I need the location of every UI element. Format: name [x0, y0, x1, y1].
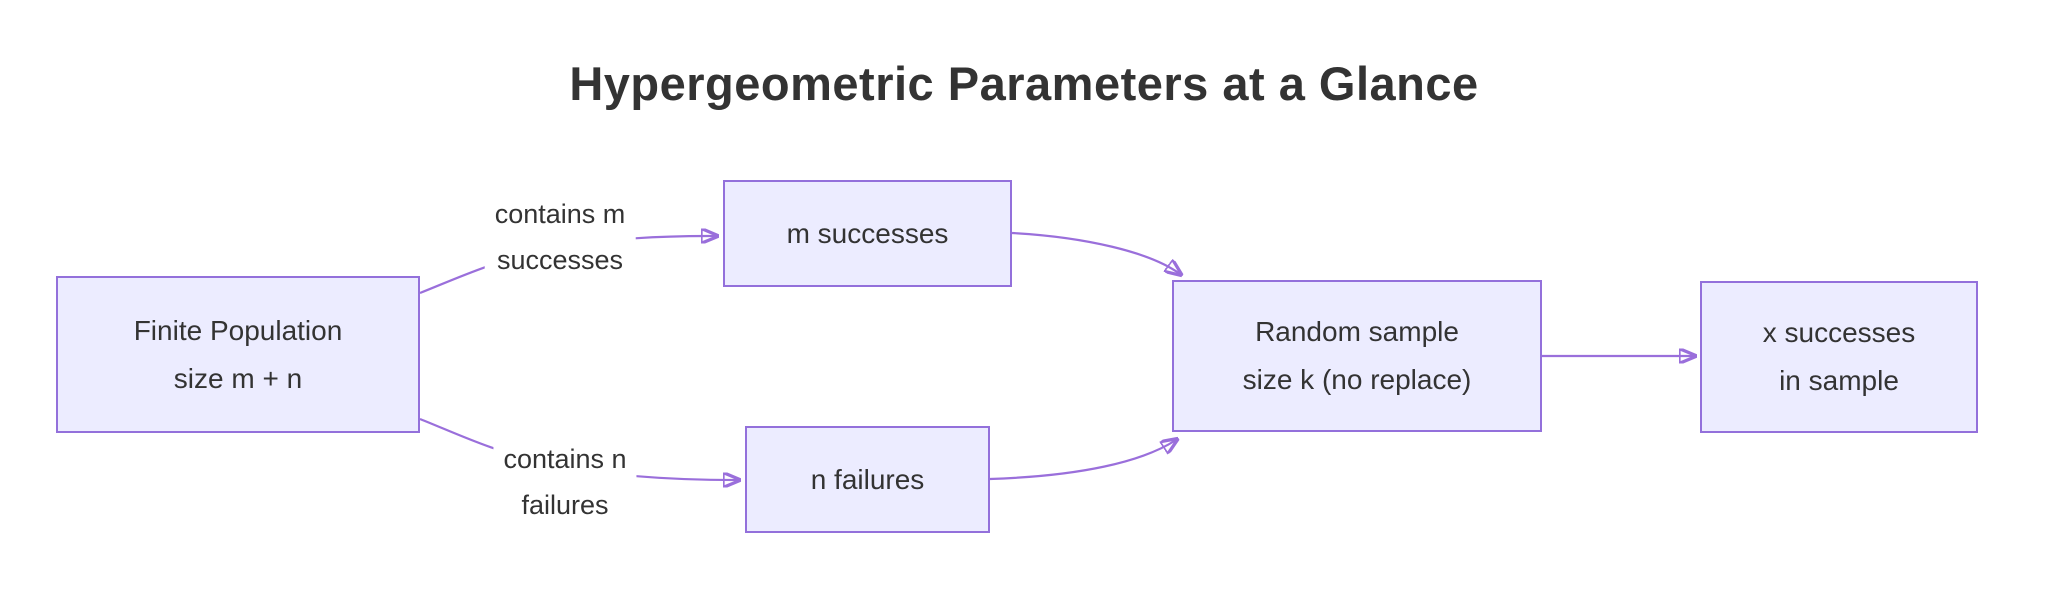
node-random-sample: Random sample size k (no replace) — [1172, 280, 1542, 432]
node-n-failures: n failures — [745, 426, 990, 533]
edge-label-line: contains n — [503, 444, 627, 474]
edge-label-contains-m-successes: contains m successes — [484, 189, 636, 285]
node-label-line: m successes — [786, 217, 949, 249]
edge-label-line: successes — [496, 245, 624, 275]
node-label-line: Finite Population — [133, 314, 343, 346]
node-finite-population: Finite Population size m + n — [56, 276, 420, 433]
node-label-line: size m + n — [173, 362, 303, 394]
node-label-line: Random sample — [1255, 316, 1459, 347]
node-label-line: x successes — [1762, 317, 1916, 348]
edge-label-contains-n-failures: contains n failures — [493, 434, 637, 530]
edge-n-failures-to-sample — [989, 440, 1176, 481]
diagram-title: Hypergeometric Parameters at a Glance — [569, 57, 1479, 110]
node-x-successes: x successes in sample — [1700, 281, 1978, 433]
node-m-successes: m successes — [723, 180, 1012, 287]
node-label-line: in sample — [1779, 365, 1899, 396]
edge-m-successes-to-sample — [1011, 231, 1180, 274]
node-label-line: size k (no replace) — [1242, 364, 1472, 395]
node-label-line: n failures — [810, 463, 925, 495]
edge-label-line: contains m — [494, 199, 626, 229]
edge-label-line: failures — [521, 490, 609, 520]
